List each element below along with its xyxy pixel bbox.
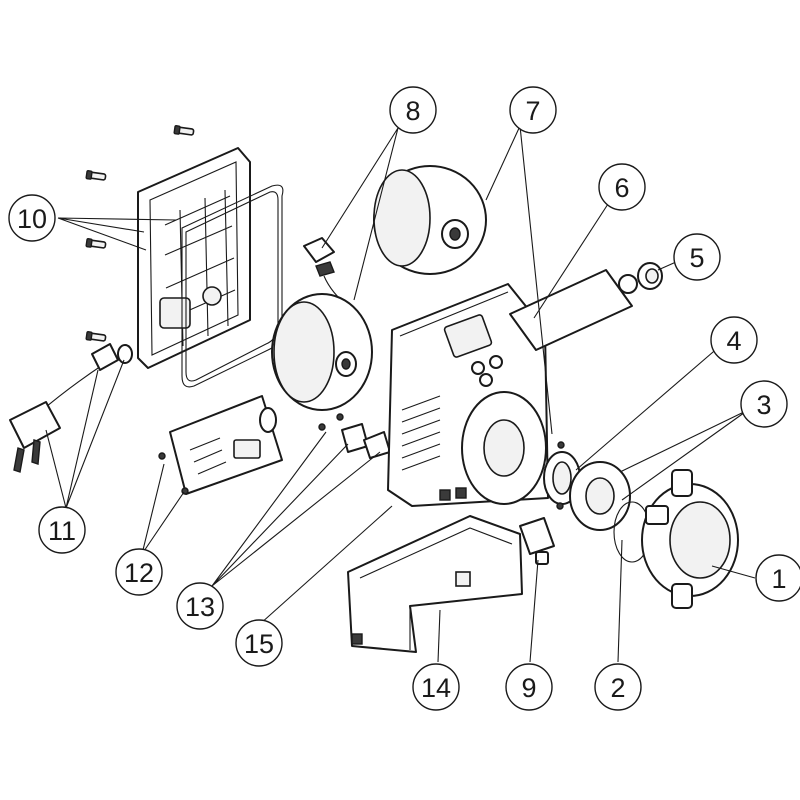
callout-label: 9 bbox=[521, 673, 536, 703]
callout-label: 15 bbox=[244, 629, 274, 659]
callout-label: 14 bbox=[421, 673, 451, 703]
callout-7: 7 bbox=[509, 86, 557, 134]
callout-15: 15 bbox=[235, 619, 283, 667]
part-control-board bbox=[158, 395, 283, 495]
callout-12: 12 bbox=[115, 548, 163, 596]
callout-label: 10 bbox=[17, 204, 47, 234]
callout-9: 9 bbox=[505, 663, 553, 711]
callout-label: 13 bbox=[185, 592, 215, 622]
callout-10: 10 bbox=[8, 194, 56, 242]
callout-6: 6 bbox=[598, 163, 646, 211]
part-motor-unit-8 bbox=[271, 293, 373, 411]
part-connector-13 bbox=[318, 413, 391, 459]
callout-label: 8 bbox=[405, 96, 420, 126]
callout-label: 1 bbox=[771, 564, 786, 594]
callout-label: 5 bbox=[689, 243, 704, 273]
callout-label: 3 bbox=[756, 390, 771, 420]
callout-label: 7 bbox=[525, 96, 540, 126]
part-pump-head bbox=[641, 469, 739, 609]
callout-5: 5 bbox=[673, 233, 721, 281]
callout-11: 11 bbox=[38, 506, 86, 554]
part-cable-clip bbox=[303, 237, 351, 309]
callout-label: 11 bbox=[48, 516, 76, 546]
part-mounting-bracket bbox=[347, 515, 523, 653]
callout-label: 4 bbox=[726, 326, 741, 356]
part-main-housing bbox=[387, 283, 549, 507]
callout-1: 1 bbox=[755, 554, 800, 602]
callout-2: 2 bbox=[594, 663, 642, 711]
leader-lines bbox=[45, 125, 756, 663]
callout-8: 8 bbox=[389, 86, 437, 134]
part-power-cable bbox=[9, 343, 133, 473]
callout-label: 12 bbox=[124, 558, 154, 588]
part-screws-10 bbox=[85, 125, 195, 342]
callout-13: 13 bbox=[176, 582, 224, 630]
part-display-film bbox=[509, 269, 633, 351]
callout-4: 4 bbox=[710, 316, 758, 364]
callout-14: 14 bbox=[412, 663, 460, 711]
part-connector-9 bbox=[519, 517, 555, 565]
callout-label: 6 bbox=[614, 173, 629, 203]
callout-3: 3 bbox=[740, 380, 788, 428]
part-motor-drum-7 bbox=[373, 165, 487, 275]
part-fitting-5 bbox=[618, 262, 663, 294]
part-back-cover bbox=[137, 147, 251, 369]
part-diaphragm-3 bbox=[569, 461, 631, 531]
callout-label: 2 bbox=[610, 673, 625, 703]
